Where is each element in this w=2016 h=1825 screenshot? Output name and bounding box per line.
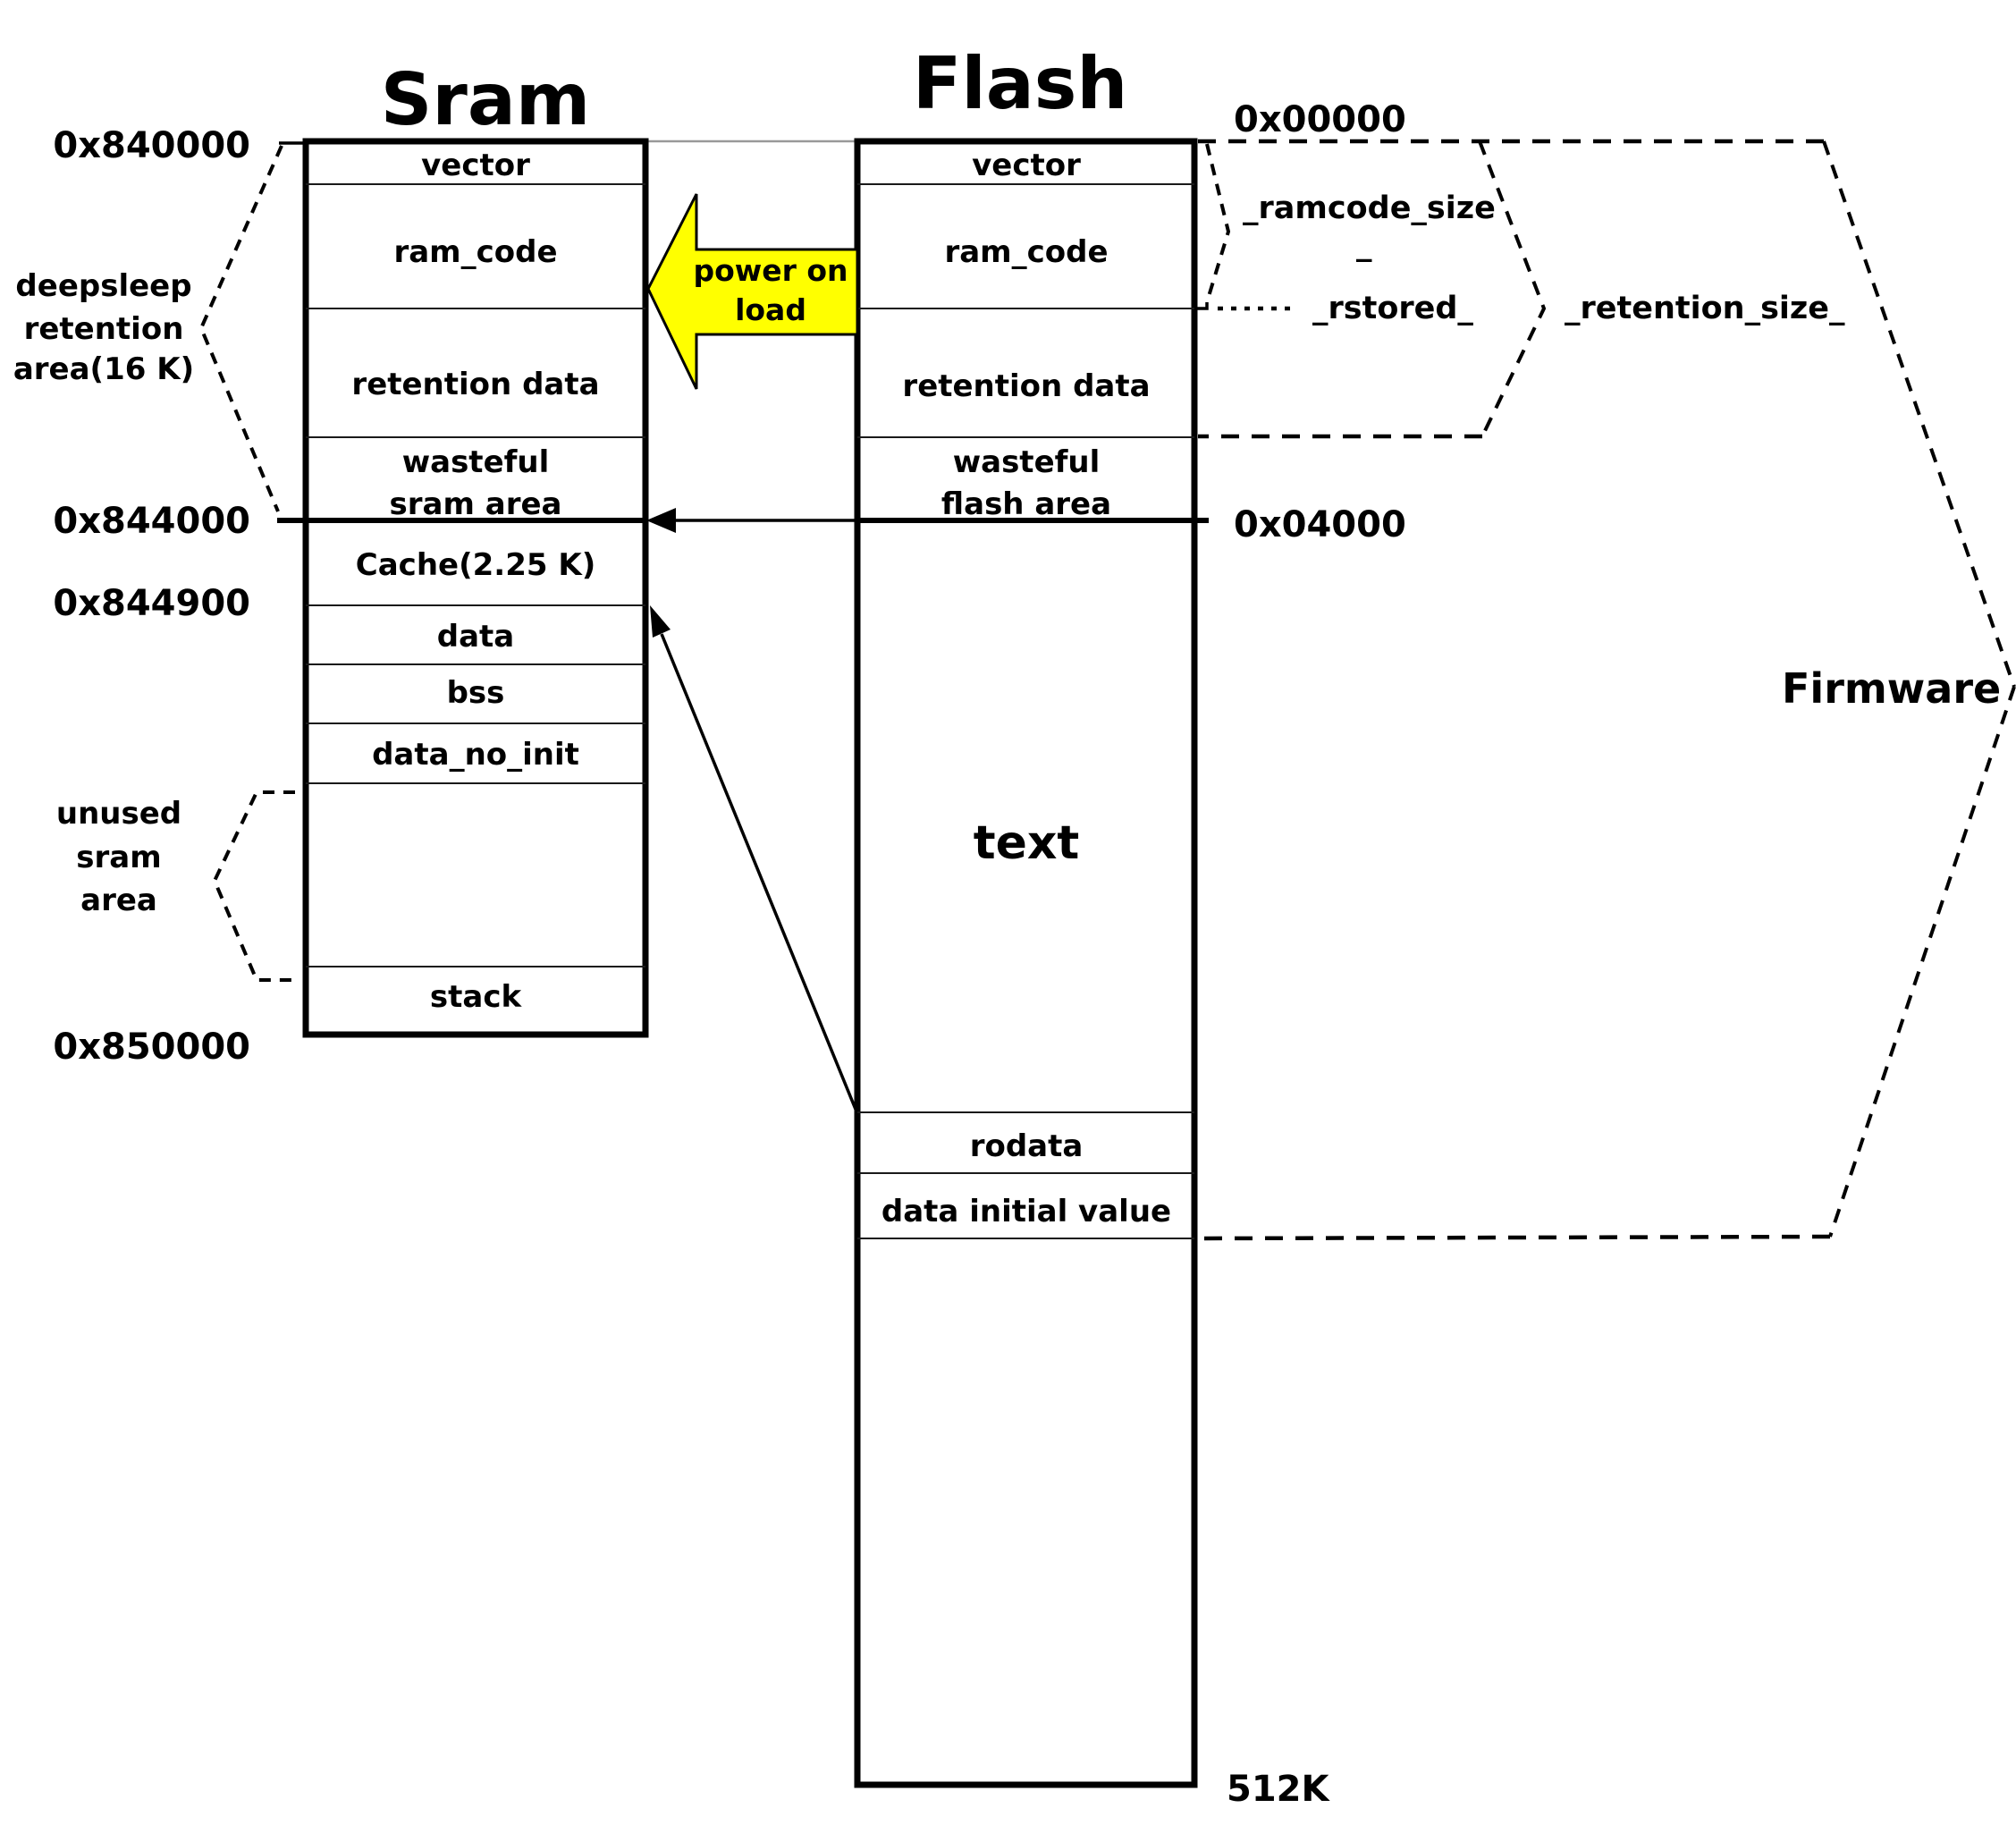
data-copy-arrowhead-icon [650,605,671,638]
sram-addr-0x850000: 0x850000 [53,1027,250,1068]
sram-title: Sram [381,58,590,141]
flash-row-wasteful-line1: wasteful [953,444,1101,480]
unused-label-line3: area [80,883,157,918]
unused-label-line2: sram [76,840,161,875]
power-on-load-label-line2: load [735,292,806,327]
deepsleep-label-line3: area(16 K) [13,351,194,387]
flash-row-data-initial-value: data initial value [881,1194,1171,1229]
firmware-bottom-dashed-line [1197,1234,1831,1241]
ramcode-size-brace [1205,143,1231,303]
flash-addr-0x00000: 0x00000 [1234,99,1406,140]
deepsleep-label-line2: retention [24,311,184,347]
sram-row-bss: bss [447,675,505,711]
deepsleep-retention-brace [198,145,283,512]
flash-box [854,138,1198,1788]
firmware-lower-diagonal [1828,686,2016,1238]
sram-row-data-no-init: data_no_init [372,737,579,773]
power-on-load-label-line1: power on [693,253,848,288]
flash-row-ram-code: ram_code [944,234,1108,270]
sram-row-data: data [437,619,514,655]
sram-addr-0x840000: 0x840000 [53,125,250,166]
ramcode-size-label: _ramcode_size [1243,190,1496,226]
power-on-load-arrow-icon [646,193,859,390]
flash-row-rodata: rodata [970,1128,1084,1164]
unused-sram-brace [212,790,295,982]
data-copy-arrow-line [660,633,858,1112]
rstored-hook-line [1195,302,1209,310]
flash-title: Flash [913,42,1128,125]
wasteful-load-arrowhead-icon [646,508,676,533]
sram-row-retention-data: retention data [351,367,599,402]
firmware-upper-diagonal [1822,140,2016,688]
sram-addr-0x844000: 0x844000 [53,501,250,542]
underscore-label: _ [1356,227,1372,263]
sram-row-ram-code: ram_code [393,234,557,270]
sram-row-vector: vector [421,148,530,183]
sram-box [302,138,649,1038]
flash-row-text: text [974,816,1080,870]
sram-row-cache: Cache(2.25 K) [356,547,595,583]
flash-row-wasteful-line2: flash area [941,486,1111,522]
flash-size-512k: 512K [1227,1769,1330,1810]
flash-addr-0x04000: 0x04000 [1234,504,1406,545]
sram-row-wasteful-line1: wasteful [402,444,550,480]
retention-size-brace [1478,140,1547,437]
unused-label-line1: unused [56,796,181,832]
firmware-label: Firmware [1782,664,2001,713]
sram-row-stack: stack [430,979,523,1015]
flash-row-vector: vector [972,148,1081,183]
rstored-label: _rstored_ [1312,291,1473,326]
flash-row-retention-data: retention data [902,368,1150,404]
sram-addr-0x844900: 0x844900 [53,583,250,624]
retention-size-label: _retention_size_ [1565,291,1845,326]
deepsleep-label-line1: deepsleep [15,268,191,304]
sram-row-wasteful-line2: sram area [390,486,562,522]
